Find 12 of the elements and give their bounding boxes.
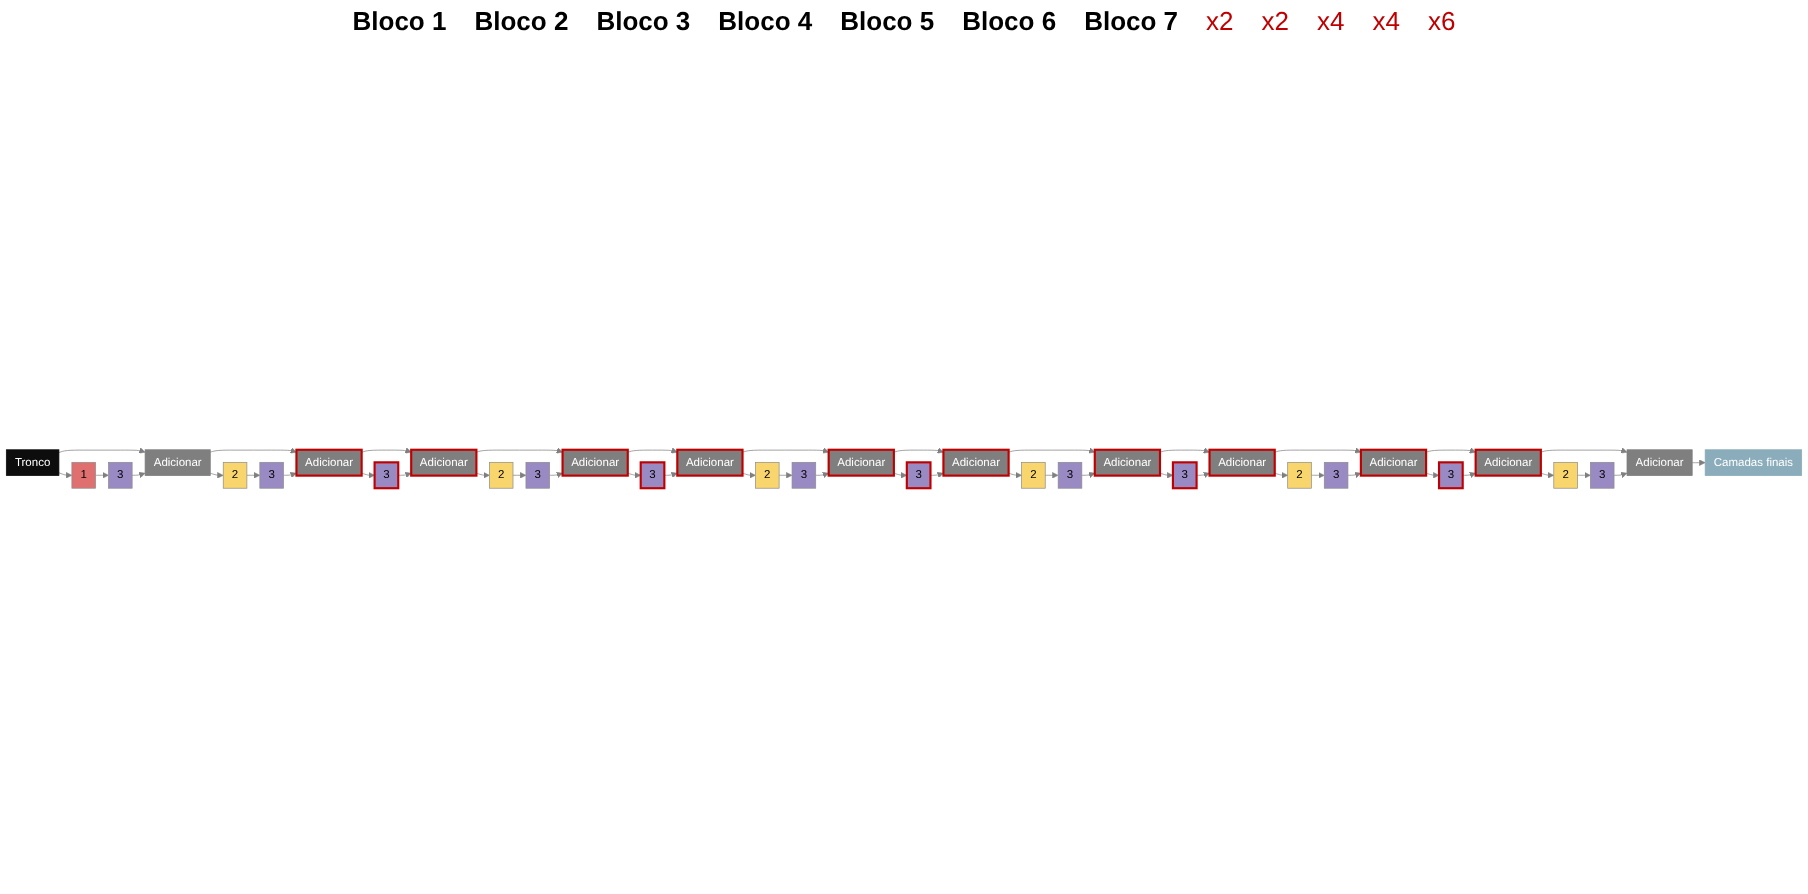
block-heading: Bloco 3 <box>596 6 691 36</box>
repeat-count: x6 <box>1427 6 1456 36</box>
block-heading: Bloco 2 <box>474 6 569 36</box>
repeat-count: x4 <box>1372 6 1400 36</box>
repeat-count: x4 <box>1317 6 1345 36</box>
block-heading: Bloco 5 <box>840 6 935 36</box>
repeat-count: x2 <box>1206 6 1234 36</box>
block-heading: Bloco 6 <box>962 6 1057 36</box>
block-heading: Bloco 1 <box>352 6 447 36</box>
repeat-count: x2 <box>1261 6 1290 36</box>
block-heading: Bloco 4 <box>718 6 813 36</box>
block-heading: Bloco 7 <box>1084 6 1179 36</box>
